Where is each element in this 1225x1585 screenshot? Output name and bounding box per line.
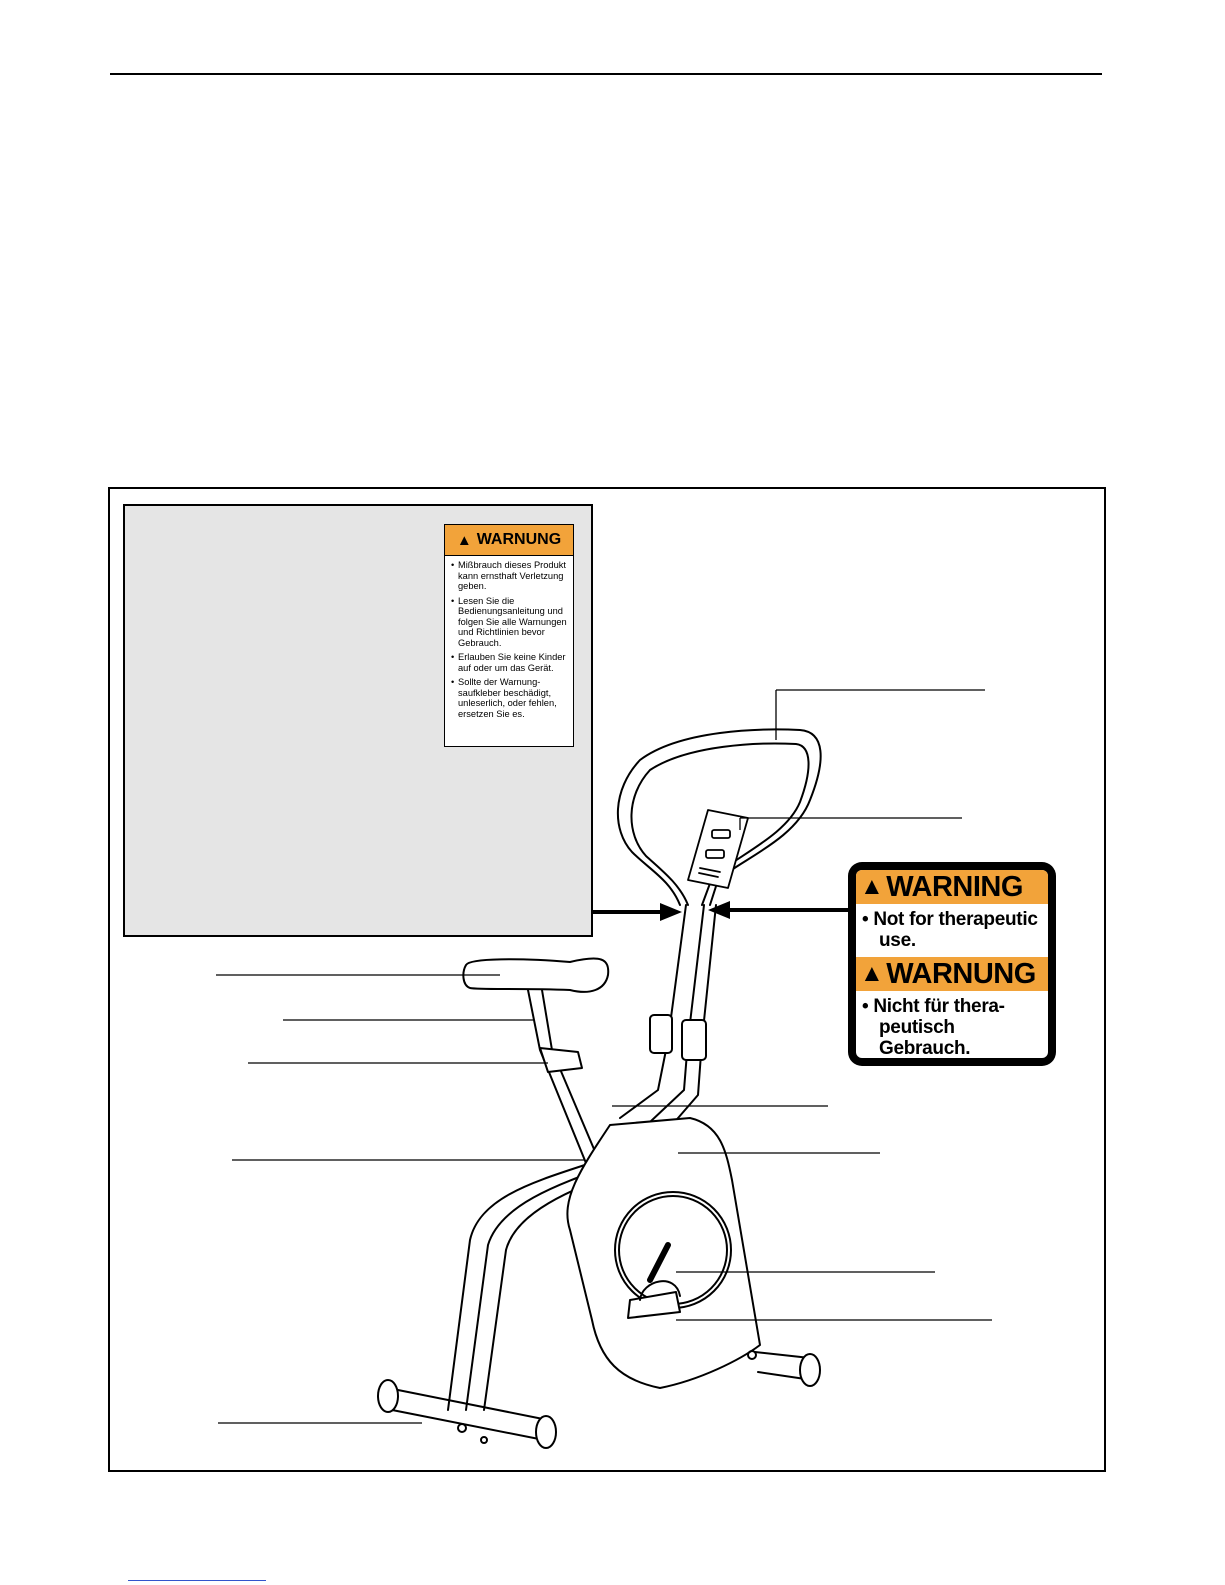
bottom-link-underline	[128, 1580, 266, 1581]
warning-triangle-icon: ▲	[456, 531, 472, 549]
warning-text-en: • Not for therapeutic use.	[856, 904, 1048, 957]
front-stabilizer	[377, 1379, 557, 1449]
console	[687, 809, 749, 889]
figure-frame	[108, 487, 1106, 1472]
top-rule	[110, 73, 1102, 75]
seat	[462, 957, 610, 993]
pedal	[627, 1242, 681, 1319]
warning-decal-header-en: ▲ WARNING	[856, 870, 1048, 904]
handlebar	[616, 728, 822, 906]
upright-tubes	[619, 904, 717, 1126]
decal-arrows	[593, 901, 848, 921]
warning-decal-header-de: ▲ WARNUNG	[856, 957, 1048, 991]
warnung-decal: ▲ WARNUNG Mißbrauch dieses Produkt kann …	[444, 524, 574, 747]
warnung-item: Sollte der Warnung-saufkleber beschädigt…	[451, 677, 567, 719]
warning-title-en: WARNING	[886, 870, 1023, 903]
warning-decal: ▲ WARNING • Not for therapeutic use. ▲ W…	[848, 862, 1056, 1066]
arrow-head-right	[708, 901, 730, 919]
warning-text-de-line: • Nicht für thera-	[862, 996, 1005, 1017]
warnung-decal-title: WARNUNG	[476, 531, 562, 548]
warning-text-de-line: peutisch Gebrauch.	[879, 1017, 971, 1058]
warnung-decal-header: ▲ WARNUNG	[445, 525, 573, 556]
seat-post	[527, 989, 603, 1169]
warning-title-de: WARNUNG	[886, 957, 1036, 990]
warning-decal-inner: ▲ WARNING • Not for therapeutic use. ▲ W…	[856, 870, 1048, 1058]
warning-text-en-line: • Not for therapeutic	[862, 909, 1038, 930]
warnung-item: Mißbrauch dieses Produkt kann ernsthaft …	[451, 560, 567, 592]
warnung-item: Erlauben Sie keine Kinder auf oder um da…	[451, 652, 567, 673]
warnung-decal-list: Mißbrauch dieses Produkt kann ernsthaft …	[445, 556, 573, 719]
arrow-head-left	[660, 903, 682, 921]
warning-text-en-line: use.	[879, 930, 916, 951]
warning-triangle-icon: ▲	[860, 873, 884, 900]
warnung-item: Lesen Sie die Bedienungsanleitung und fo…	[451, 596, 567, 649]
warning-text-de: • Nicht für thera- peutisch Gebrauch.	[856, 991, 1048, 1058]
callout-lines	[216, 689, 992, 1424]
rear-stabilizer	[747, 1350, 821, 1387]
warning-triangle-icon: ▲	[860, 960, 884, 987]
